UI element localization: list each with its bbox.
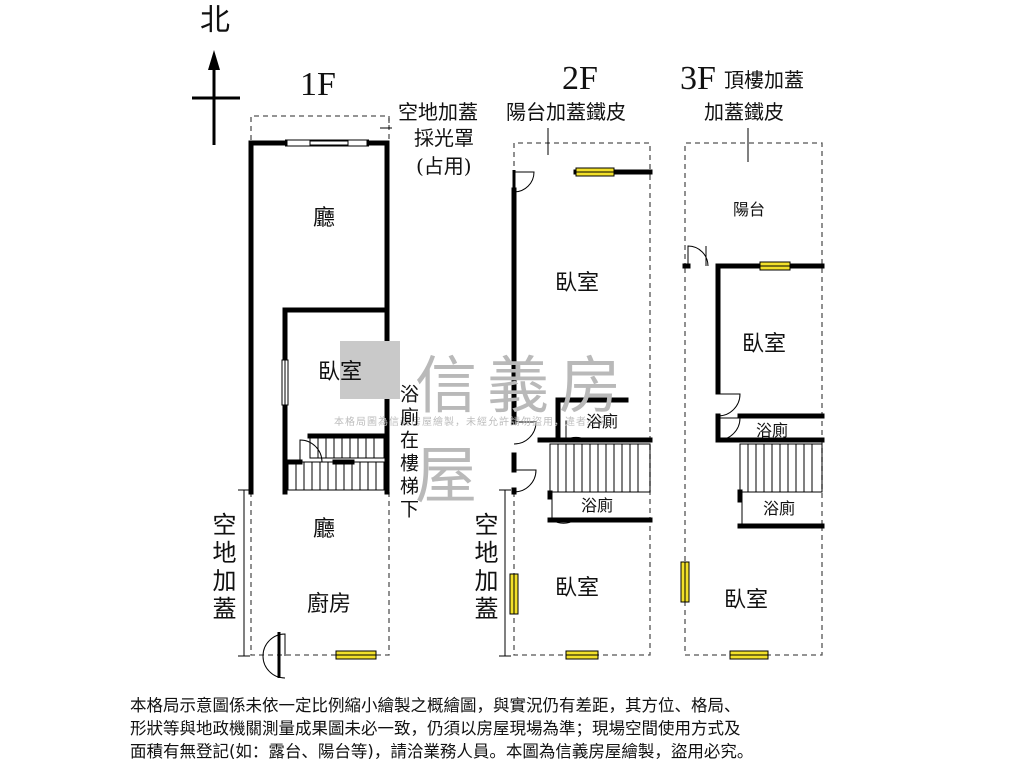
window-icon — [575, 167, 615, 177]
floor-3-title: 3F — [680, 60, 716, 97]
floor-1-living-lower: 廳 — [313, 517, 336, 542]
floor-2-bath-lower: 浴廁 — [581, 496, 614, 515]
floor-2-bath-upper: 浴廁 — [586, 412, 619, 431]
floor-3-title-suffix: 頂樓加蓋 — [724, 68, 804, 92]
floor-2-annotation: 陽台加蓋鐵皮 — [506, 100, 626, 124]
floor-1-annotation-line-1: 空地加蓋 — [398, 100, 478, 124]
floor-1-plan — [238, 115, 392, 679]
window-icon — [729, 650, 769, 660]
floor-3-annotation: 加蓋鐵皮 — [704, 100, 784, 124]
north-label: 北 — [200, 3, 230, 38]
floor-plan-drawing — [192, 50, 825, 679]
floor-1-living-upper: 廳 — [313, 206, 336, 231]
disclaimer-line: 形狀等與地政機關測量成果圖未必一致，仍須以房屋現場為準；現場空間使用方式及 — [130, 719, 741, 738]
floor-3-bath-upper: 浴廁 — [756, 421, 789, 440]
window-icon — [509, 573, 519, 615]
floor-1-title: 1F — [300, 66, 336, 103]
window-icon — [680, 561, 690, 603]
floor-1-annotation-line-3: (占用) — [416, 154, 472, 178]
floor-2-bedroom-rear: 臥室 — [555, 576, 600, 601]
north-arrow-icon — [192, 50, 240, 145]
floor-2-title: 2F — [562, 60, 598, 97]
brand-logo-icon — [340, 341, 400, 399]
window-icon — [565, 650, 599, 660]
floor-2-plan — [499, 128, 653, 660]
disclaimer: 本格局示意圖係未依一定比例縮小繪製之概繪圖，與實況仍有差距，其方位、格局、 形狀… — [130, 694, 910, 763]
floor-1-bath-note: 浴廁在樓梯下 — [397, 384, 419, 522]
floor-2-bedroom-main: 臥室 — [555, 271, 600, 296]
watermark-title: 信義房屋 — [415, 349, 632, 512]
watermark: 信義房屋 本格局圖為信義房屋繪製，未經允許請勿盜用，違者必究 — [320, 335, 700, 512]
floor-3-bath-lower: 浴廁 — [763, 499, 796, 518]
floor-1-bedroom: 臥室 — [318, 360, 363, 385]
watermark-subtitle: 本格局圖為信義房屋繪製，未經允許請勿盜用，違者必究 — [334, 417, 609, 428]
disclaimer-line: 面積有無登記(如：露台、陽台等)，請洽業務人員。本圖為信義房屋繪製，盜用必究。 — [130, 742, 754, 761]
floor-1-kitchen: 廚房 — [307, 592, 352, 617]
floor-3-plan — [680, 128, 825, 660]
window-icon — [335, 650, 377, 660]
floor-3-bedroom-rear: 臥室 — [724, 588, 769, 613]
floor-1-side-note: 空地加蓋 — [208, 512, 236, 624]
window-icon — [759, 261, 791, 271]
floor-3-bedroom-main: 臥室 — [742, 332, 787, 357]
floor-2-side-note: 空地加蓋 — [470, 512, 498, 624]
floor-3-balcony: 陽台 — [733, 200, 766, 219]
disclaimer-line: 本格局示意圖係未依一定比例縮小繪製之概繪圖，與實況仍有差距，其方位、格局、 — [130, 696, 741, 715]
floor-1-annotation-line-2: 採光罩 — [414, 126, 474, 150]
